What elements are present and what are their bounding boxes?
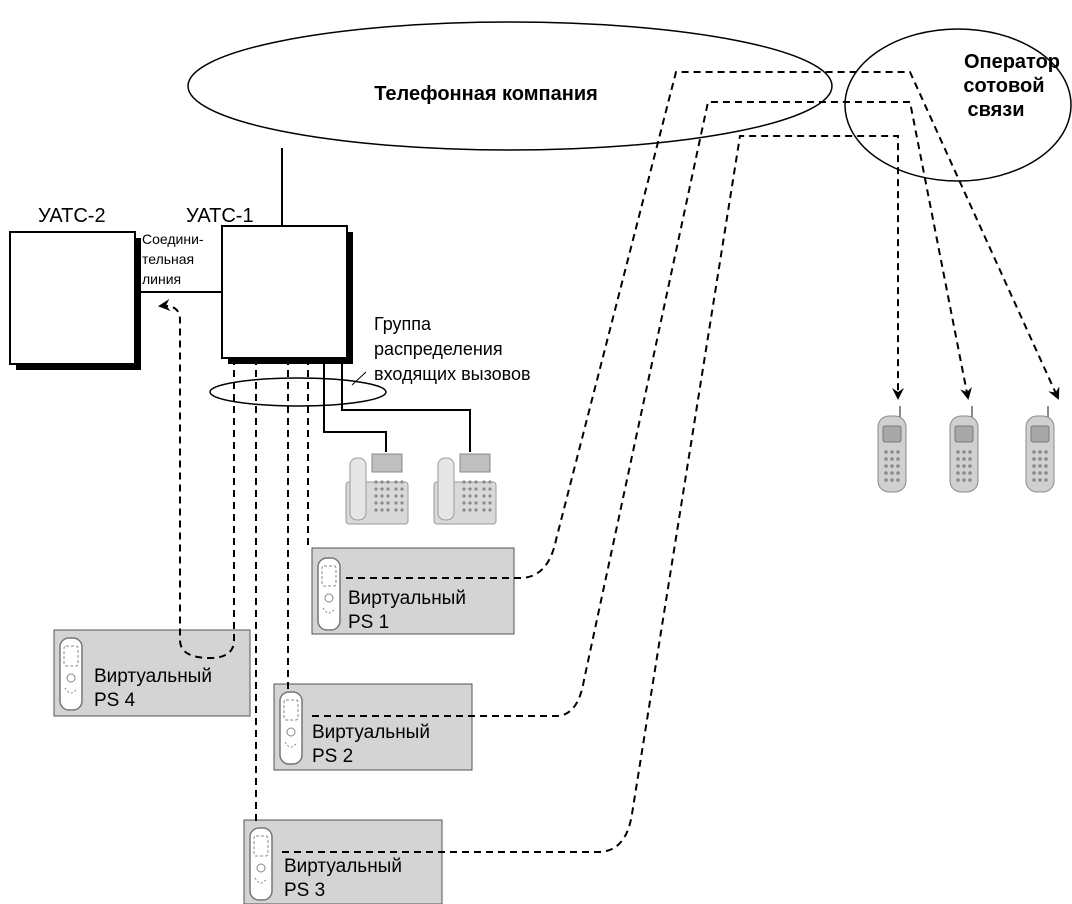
trunk-label-3: линия bbox=[142, 271, 181, 287]
virtual-ps-4-line2: PS 4 bbox=[94, 690, 136, 711]
dashed-path-ps1-to-cell3 bbox=[346, 71, 1060, 579]
cellular-operator-label-2: сотовой bbox=[963, 75, 1044, 97]
extension-line-2 bbox=[341, 358, 471, 452]
pbx-2-label: УАТС-2 bbox=[38, 205, 106, 227]
desk-phone-1 bbox=[345, 453, 409, 525]
pbx-1: УАТС-1 bbox=[186, 205, 353, 364]
virtual-ps-3: Виртуальный PS 3 bbox=[243, 819, 443, 904]
virtual-ps-4-line1: Виртуальный bbox=[94, 666, 212, 687]
virtual-ps-2: Виртуальный PS 2 bbox=[273, 683, 473, 771]
virtual-ps-2-line1: Виртуальный bbox=[312, 722, 430, 743]
extension-line-1 bbox=[323, 358, 387, 452]
pbx-2: УАТС-2 bbox=[9, 205, 141, 370]
virtual-ps-1-line1: Виртуальный bbox=[348, 588, 466, 609]
virtual-ps-3-line1: Виртуальный bbox=[284, 856, 402, 877]
virtual-ps-2-line2: PS 2 bbox=[312, 746, 353, 767]
cell-phone-2 bbox=[949, 405, 979, 493]
virtual-ps-2-icon bbox=[279, 691, 303, 765]
cell-phone-3 bbox=[1025, 405, 1055, 493]
group-label-1: Группа bbox=[374, 314, 432, 334]
pbx-1-label: УАТС-1 bbox=[186, 205, 254, 227]
group-label-2: распределения bbox=[374, 339, 503, 359]
virtual-ps-4-icon bbox=[59, 637, 83, 711]
cellular-operator-label-1: Оператор bbox=[964, 51, 1060, 73]
cell-phone-1 bbox=[877, 405, 907, 493]
trunk-label-2: тельная bbox=[142, 251, 194, 267]
dashed-path-ps2-to-cell2 bbox=[312, 101, 972, 717]
virtual-ps-3-icon bbox=[249, 827, 273, 901]
trunk-label-1: Соедини- bbox=[142, 231, 204, 247]
telephone-company-cloud: Телефонная компания bbox=[187, 21, 833, 151]
virtual-ps-1-icon bbox=[317, 557, 341, 631]
cellular-operator-cloud: Оператор сотовой связи bbox=[844, 28, 1072, 182]
dashed-path-ps3-to-cell1 bbox=[282, 135, 904, 853]
group-label-pointer bbox=[351, 371, 367, 386]
desk-phone-2 bbox=[433, 453, 497, 525]
cellular-operator-label-3: связи bbox=[967, 99, 1024, 121]
virtual-ps-1: Виртуальный PS 1 bbox=[311, 547, 515, 635]
group-label-3: входящих вызовов bbox=[374, 364, 531, 384]
virtual-ps-1-line2: PS 1 bbox=[348, 612, 389, 633]
telephone-company-label: Телефонная компания bbox=[374, 83, 598, 105]
icd-group-ellipse bbox=[209, 377, 387, 407]
dashed-path-ps4-to-pbx2 bbox=[158, 299, 235, 660]
virtual-ps-4: Виртуальный PS 4 bbox=[53, 629, 251, 717]
virtual-ps-3-line2: PS 3 bbox=[284, 880, 325, 901]
